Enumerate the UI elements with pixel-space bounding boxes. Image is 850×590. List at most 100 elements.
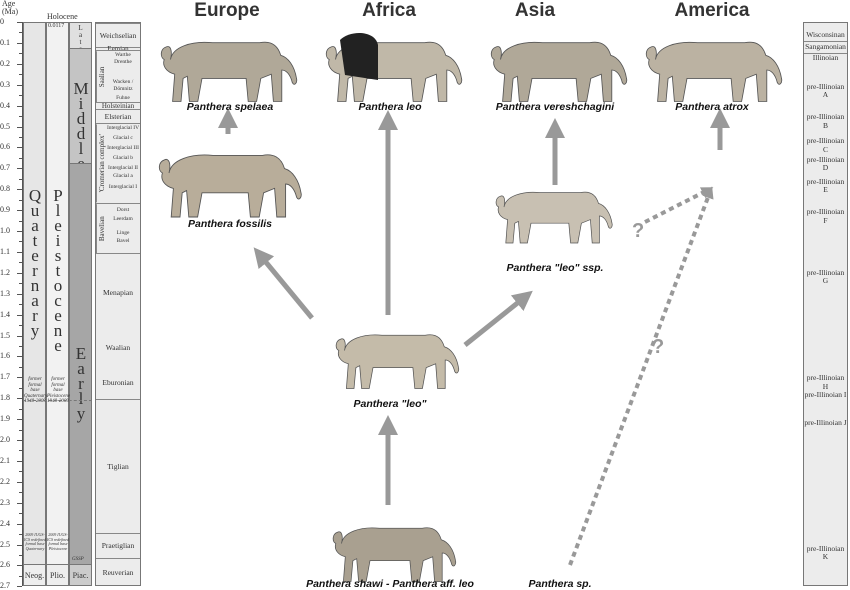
gssp-label: GSSP bbox=[72, 557, 84, 562]
substage-bavelian: Dorst bbox=[116, 206, 130, 213]
axis-tick bbox=[17, 544, 22, 546]
axis-tick bbox=[19, 387, 22, 389]
american-stage: pre-Illinoian D bbox=[806, 154, 845, 173]
substage-cromerian: Glacial b bbox=[112, 155, 133, 162]
tick-label: 0.7 bbox=[0, 163, 10, 173]
middle-label: Middle bbox=[71, 79, 91, 169]
redefined-base-quaternary: 2009 IUGS-ICS redefined formal base Quat… bbox=[24, 532, 46, 551]
european-stage: Tiglian bbox=[96, 399, 140, 533]
axis-tick bbox=[17, 147, 22, 149]
taxon-fossilis: Panthera fossilis bbox=[187, 218, 273, 230]
american-stage: pre-Illinoian K bbox=[806, 543, 845, 562]
axis-tick bbox=[19, 262, 22, 264]
tick-label: 0.6 bbox=[0, 142, 10, 152]
axis-title: Age(Ma) bbox=[2, 0, 18, 16]
taxon-atrox: Panthera atrox bbox=[675, 101, 749, 113]
substage-cromerian: Interglacial I bbox=[108, 184, 138, 191]
lion-atrox-illustration bbox=[645, 41, 783, 103]
lion-leo-illustration bbox=[335, 334, 460, 389]
axis-tick bbox=[17, 272, 22, 274]
axis-tick bbox=[19, 534, 22, 536]
tick-label: 0.2 bbox=[0, 58, 10, 68]
axis-tick bbox=[19, 366, 22, 368]
tick-label: 2.2 bbox=[0, 476, 10, 486]
axis-tick bbox=[19, 74, 22, 76]
holocene-age: 0.0117 bbox=[48, 23, 65, 29]
axis-tick bbox=[17, 335, 22, 337]
axis-tick bbox=[19, 199, 22, 201]
tick-label: 2.5 bbox=[0, 539, 10, 549]
tick-label: 2.6 bbox=[0, 560, 10, 570]
arrow-leo-fossilis bbox=[253, 247, 314, 320]
african-lion-mane bbox=[340, 33, 378, 80]
axis-tick bbox=[19, 53, 22, 55]
axis-tick bbox=[17, 460, 22, 462]
tick-label: 0.5 bbox=[0, 121, 10, 131]
axis-tick bbox=[17, 314, 22, 316]
arrow-leo-asia bbox=[463, 290, 533, 347]
axis-tick bbox=[17, 231, 22, 232]
region-america: America bbox=[674, 0, 750, 21]
axis-tick bbox=[17, 210, 22, 212]
axis-tick bbox=[17, 63, 22, 65]
tick-label: 0.3 bbox=[0, 79, 10, 89]
american-stage: Wisconsinan bbox=[806, 29, 845, 39]
substage-bavelian: Leerdam bbox=[113, 215, 133, 222]
quaternary-label: Quaternary bbox=[25, 186, 45, 336]
lion-asia-ssp-illustration bbox=[495, 191, 613, 244]
lion-vereshchagini-illustration bbox=[490, 41, 628, 103]
axis-tick bbox=[19, 575, 22, 577]
axis-tick bbox=[19, 157, 22, 159]
tick-label: 1.9 bbox=[0, 414, 10, 424]
former-base-pleistocene: former formal base Pleistocene 1948-2009 bbox=[47, 377, 71, 404]
axis-tick bbox=[19, 178, 22, 180]
region-europe: Europe bbox=[194, 0, 260, 21]
axis-tick bbox=[17, 565, 22, 567]
european-stage: Elsterian bbox=[96, 108, 140, 124]
american-stage: Sangamonian bbox=[805, 42, 846, 52]
substage-bavelian: Linge bbox=[116, 229, 130, 236]
substage-cromerian: Glacial a bbox=[113, 173, 133, 180]
former-base-quaternary: former formal base Quaternary 1948-2009 bbox=[24, 377, 48, 404]
holocene-label: Holocene bbox=[47, 12, 78, 21]
axis-tick bbox=[17, 293, 22, 295]
question-mark-asia-america: ? bbox=[632, 220, 645, 242]
european-stage: Holsteinian bbox=[96, 102, 140, 110]
axis-tick bbox=[19, 241, 22, 243]
axis-tick bbox=[17, 502, 22, 504]
taxon-leo-quoted: Panthera "leo" bbox=[353, 398, 427, 410]
axis-tick bbox=[19, 220, 22, 222]
substage-saalian: Drenthe bbox=[114, 59, 132, 66]
axis-tick bbox=[19, 408, 22, 410]
substage-saalian: Fuhne bbox=[116, 95, 130, 102]
axis-title-line2: (Ma) bbox=[2, 7, 18, 16]
american-stage: pre-Illinoian F bbox=[806, 207, 845, 225]
axis-tick bbox=[19, 450, 22, 452]
axis-tick bbox=[17, 356, 22, 358]
tick-label: 1.4 bbox=[0, 309, 10, 319]
tick-label: 1.5 bbox=[0, 330, 10, 340]
dashed-arrow-sp-america bbox=[568, 186, 714, 566]
axis-tick bbox=[19, 429, 22, 431]
region-africa: Africa bbox=[362, 0, 416, 21]
taxon-leo: Panthera leo bbox=[358, 101, 422, 113]
american-stage: pre-Illinoian A bbox=[806, 81, 845, 100]
pleistocene-column: Pleistocene bbox=[46, 22, 69, 568]
tick-label: 0 bbox=[0, 17, 4, 26]
substage-saalian: Wacken / Dömnitz bbox=[112, 79, 134, 92]
taxon-spelaea: Panthera spelaea bbox=[186, 101, 274, 113]
tick-label: 1.8 bbox=[0, 393, 10, 403]
axis-tick bbox=[19, 513, 22, 515]
axis-tick bbox=[19, 554, 22, 556]
lion-shawi-illustration bbox=[332, 527, 457, 582]
tick-label: 1.0 bbox=[0, 226, 10, 235]
axis-tick bbox=[17, 84, 22, 86]
axis-tick bbox=[19, 345, 22, 347]
pliocene-label: Plio. bbox=[46, 564, 69, 586]
stage-divider bbox=[804, 53, 847, 54]
tick-label: 2.4 bbox=[0, 518, 10, 528]
axis-tick bbox=[17, 440, 22, 441]
